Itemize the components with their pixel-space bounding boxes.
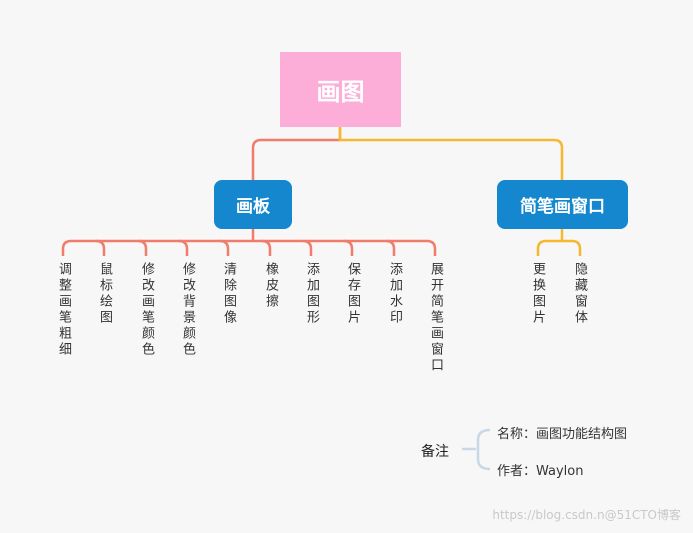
- leaf-node[interactable]: 展开简笔画窗口: [428, 262, 443, 374]
- connector-left-leaf: [426, 239, 437, 256]
- connector-left-leaf: [302, 239, 313, 256]
- connector-root-right: [338, 127, 564, 180]
- leaf-node[interactable]: 鼠标绘图: [97, 262, 112, 326]
- connector-left-leaf: [95, 239, 106, 256]
- leaf-node[interactable]: 添加水印: [387, 262, 402, 326]
- branch-title: 画板: [236, 197, 270, 217]
- leaf-node[interactable]: 修改画笔颜色: [139, 262, 154, 358]
- connector-left-leaf: [219, 239, 230, 256]
- leaf-node[interactable]: 添加图形: [304, 262, 319, 326]
- watermark: https://blog.csdn.n@51CTO博客: [492, 508, 681, 522]
- branch-title: 简笔画窗口: [520, 197, 605, 217]
- leaf-node[interactable]: 橡皮擦: [263, 262, 278, 310]
- leaf-node[interactable]: 调整画笔粗细: [56, 262, 71, 358]
- connector-left-leaf: [137, 239, 148, 256]
- connector-note-bracket: [476, 428, 491, 471]
- leaf-node[interactable]: 修改背景颜色: [180, 262, 195, 358]
- leaf-node[interactable]: 清除图像: [221, 262, 236, 326]
- connector-left-leaf: [261, 239, 272, 256]
- connector-left-leaf: [61, 239, 72, 256]
- leaf-node[interactable]: 更换图片: [530, 262, 545, 326]
- connector-root-left: [251, 127, 342, 180]
- root-title: 画图: [316, 78, 365, 106]
- connector-left-leaf: [343, 239, 354, 256]
- connector-right-leaf: [571, 239, 582, 256]
- branch-node-drawing-board[interactable]: 画板: [214, 180, 292, 229]
- branch-node-sketch-window[interactable]: 简笔画窗口: [497, 180, 628, 229]
- connector-left-leaf: [178, 239, 189, 256]
- root-node[interactable]: 画图: [280, 52, 401, 127]
- note-item-author: 作者：Waylon: [497, 464, 584, 479]
- connector-right-leaf: [536, 239, 547, 256]
- note-title: 备注: [421, 444, 449, 460]
- note-item-name: 名称：画图功能结构图: [497, 427, 628, 442]
- leaf-node[interactable]: 保存图片: [345, 262, 360, 326]
- leaf-node[interactable]: 隐藏窗体: [572, 262, 587, 326]
- connector-left-leaf: [385, 239, 396, 256]
